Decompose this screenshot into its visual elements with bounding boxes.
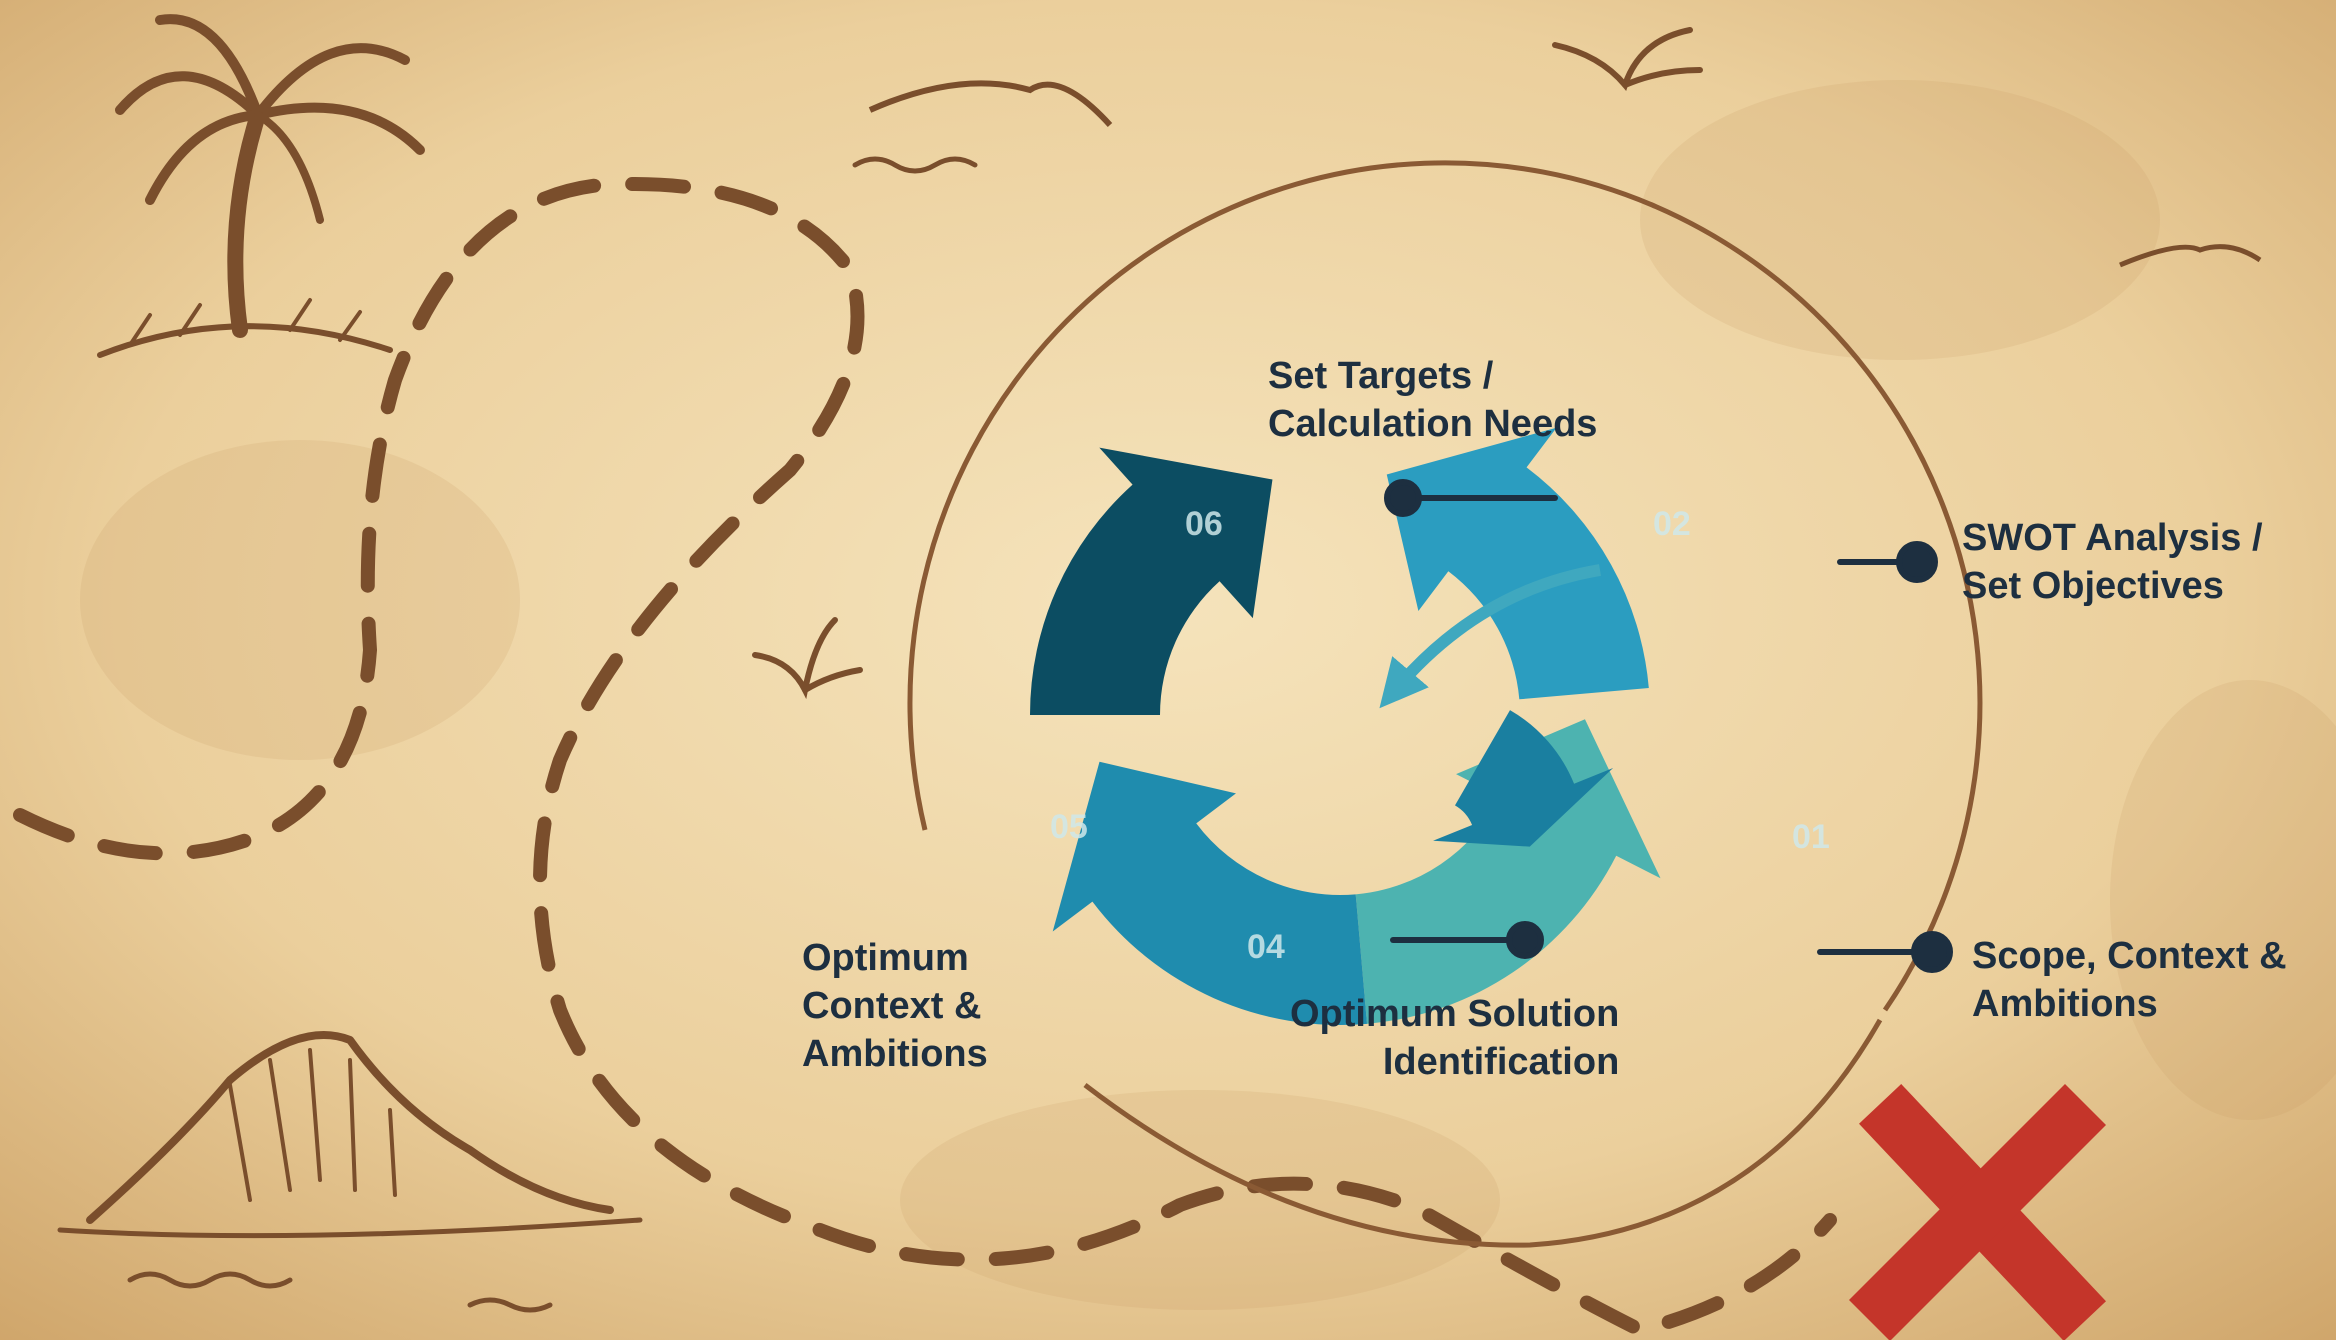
- cycle-step-number-01: 01: [1792, 818, 1830, 856]
- bird-icon: [752, 27, 1703, 700]
- cycle-step-number-02: 02: [1653, 505, 1691, 543]
- cycle-arrow-06: [1030, 447, 1273, 715]
- label-swot-analysis: SWOT Analysis / Set Objectives: [1962, 517, 2263, 607]
- inner-curved-arrow: [1379, 564, 1601, 709]
- cycle-step-number-05: 05: [1050, 808, 1088, 846]
- cycle-arrow-01: [1355, 719, 1661, 1024]
- cycle-step-number-04: 04: [1247, 928, 1285, 966]
- label-scope-context: Scope, Context & Ambitions: [1972, 935, 2287, 1025]
- hill-icon: [868, 80, 1113, 128]
- cycle-arrow-05: [1052, 761, 1368, 1025]
- cycle-outer-ring: [907, 160, 1983, 1012]
- hill-icon-right: [2119, 244, 2262, 268]
- label-optimum-context: Optimum Context & Ambitions: [802, 937, 988, 1075]
- label-optimum-solution: Optimum Solution Identification: [1290, 993, 1620, 1083]
- cycle-outer-ring-lower: [1083, 1018, 1883, 1248]
- wave-icon: [127, 156, 978, 1313]
- cycle-arrow-04: [1433, 710, 1614, 847]
- label-set-targets: Set Targets / Calculation Needs: [1268, 355, 1598, 445]
- palm-tree-icon: [97, 14, 425, 358]
- x-mark-icon: [1848, 1083, 2107, 1340]
- cycle-step-number-06: 06: [1185, 505, 1223, 543]
- label-pointers: [1384, 479, 1953, 973]
- mountain-icon: [57, 1031, 643, 1239]
- dashed-trail: [13, 177, 1837, 1338]
